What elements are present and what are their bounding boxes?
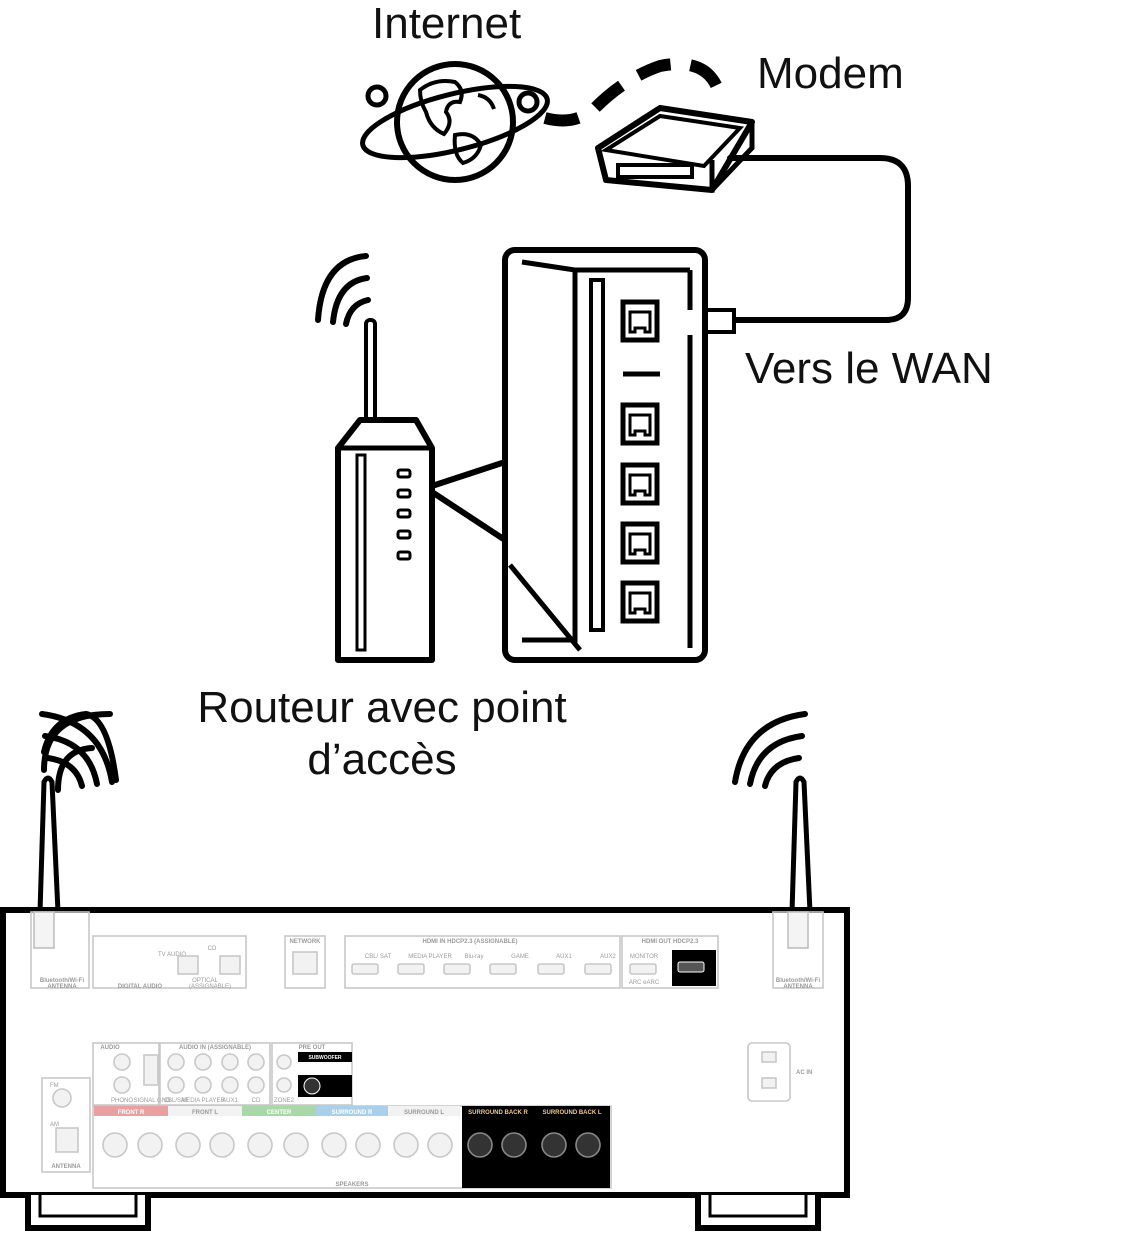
- svg-text:FRONT R: FRONT R: [118, 1110, 145, 1116]
- svg-text:AC IN: AC IN: [796, 1070, 812, 1076]
- svg-text:ARC eARC: ARC eARC: [629, 980, 660, 986]
- svg-text:AUX1: AUX1: [222, 1098, 238, 1104]
- svg-text:PHONO: PHONO: [111, 1098, 133, 1104]
- svg-text:PRE OUT: PRE OUT: [299, 1045, 326, 1051]
- svg-text:(ASSIGNABLE): (ASSIGNABLE): [189, 984, 231, 990]
- router-label-line1: Routeur avec point: [197, 683, 566, 732]
- ac-in-section: AC IN: [747, 1042, 812, 1102]
- svg-text:AUDIO IN (ASSIGNABLE): AUDIO IN (ASSIGNABLE): [179, 1045, 251, 1051]
- wan-label: Vers le WAN: [745, 344, 993, 393]
- lan-port-icon: [620, 462, 660, 506]
- wifi-waves-right-icon: [732, 711, 808, 789]
- svg-text:AUDIO: AUDIO: [100, 1045, 120, 1051]
- antenna-left-sub-label: ANTENNA: [47, 984, 77, 990]
- fm-am-antenna-section: FM AM ANTENNA: [41, 1077, 91, 1173]
- svg-text:HDMI OUT HDCP2.3: HDMI OUT HDCP2.3: [642, 939, 699, 945]
- modem-label: Modem: [757, 49, 904, 98]
- svg-text:GAME: GAME: [511, 954, 529, 960]
- svg-text:NETWORK: NETWORK: [290, 939, 322, 945]
- lan-port-icon: [620, 402, 660, 446]
- antenna-right-label: Bluetooth/Wi-Fi: [776, 978, 821, 984]
- internet-label: Internet: [372, 0, 521, 48]
- receiver-chassis: [0, 907, 850, 1198]
- network-port-section: NETWORK: [284, 935, 326, 989]
- digital-audio-section: TV AUDIO CD OPTICAL DIGITAL AUDIO (ASSIG…: [92, 935, 247, 990]
- internet-modem-link: [543, 58, 726, 127]
- svg-text:Blu-ray: Blu-ray: [464, 954, 483, 960]
- modem-icon: [595, 105, 755, 193]
- lan-port-icon: [620, 521, 660, 565]
- svg-text:SIGNAL GND: SIGNAL GND: [134, 1098, 171, 1104]
- svg-text:TV AUDIO: TV AUDIO: [158, 952, 186, 958]
- receiver-wifi-waves-left: [41, 711, 113, 773]
- svg-text:AUX2: AUX2: [600, 954, 616, 960]
- right-antenna-icon: [789, 775, 813, 915]
- svg-text:MEDIA PLAYER: MEDIA PLAYER: [408, 954, 452, 960]
- lan-port-icon: [620, 580, 660, 624]
- svg-text:DIGITAL AUDIO: DIGITAL AUDIO: [118, 984, 163, 990]
- left-antenna-icon: [37, 775, 61, 915]
- hdmi-out-section: HDMI OUT HDCP2.3 MONITOR ARC eARC: [621, 935, 719, 989]
- callout-lines: [429, 459, 508, 543]
- svg-text:FRONT L: FRONT L: [192, 1110, 218, 1116]
- svg-text:SUBWOOFER: SUBWOOFER: [308, 1055, 341, 1061]
- svg-text:CD: CD: [208, 946, 217, 952]
- svg-text:CBL/ SAT: CBL/ SAT: [365, 954, 392, 960]
- svg-text:AM: AM: [50, 1122, 59, 1128]
- svg-text:OPTICAL: OPTICAL: [192, 978, 218, 984]
- wan-cable: [727, 155, 911, 323]
- svg-text:SURROUND BACK R: SURROUND BACK R: [468, 1110, 528, 1116]
- wifi-waves-left-icon: [39, 711, 115, 789]
- svg-text:MEDIA PLAYER: MEDIA PLAYER: [181, 1098, 225, 1104]
- svg-text:CBL/SAT: CBL/SAT: [164, 1098, 189, 1104]
- antenna-left-label: Bluetooth/Wi-Fi: [40, 978, 85, 984]
- svg-text:MONITOR: MONITOR: [630, 954, 659, 960]
- svg-text:SURROUND R: SURROUND R: [332, 1110, 373, 1116]
- svg-text:CD: CD: [252, 1098, 261, 1104]
- svg-text:AUX1: AUX1: [556, 954, 572, 960]
- svg-text:CENTER: CENTER: [267, 1110, 292, 1116]
- svg-text:ANTENNA: ANTENNA: [51, 1164, 81, 1170]
- receiver-feet: [25, 1195, 821, 1231]
- svg-text:SURROUND BACK L: SURROUND BACK L: [543, 1110, 602, 1116]
- router-back-zoom: [502, 247, 708, 663]
- svg-text:SPEAKERS: SPEAKERS: [335, 1182, 368, 1188]
- svg-text:FM: FM: [50, 1083, 59, 1089]
- wan-port-icon: [620, 299, 660, 343]
- hdmi-in-section: HDMI IN HDCP2.3 (ASSIGNABLE) CBL/ SAT ME…: [344, 935, 621, 989]
- antenna-right-sub-label: ANTENNA: [783, 984, 813, 990]
- svg-text:HDMI IN HDCP2.3 (ASSIGNABLE: HDMI IN HDCP2.3 (ASSIGNABLE): [422, 939, 517, 945]
- router-icon: [315, 253, 435, 663]
- router-label-line2: d’accès: [307, 735, 456, 784]
- analog-audio-section: AUDIO PHONO SIGNAL GND AUDIO IN (ASSIGNA…: [92, 1042, 353, 1106]
- svg-text:SURROUND L: SURROUND L: [404, 1110, 444, 1116]
- speaker-terminals-section: FRONT R FRONT L CENTER SURROUND R SURROU…: [92, 1105, 612, 1189]
- internet-globe-icon: [360, 61, 550, 183]
- svg-text:ZONE2: ZONE2: [274, 1098, 295, 1104]
